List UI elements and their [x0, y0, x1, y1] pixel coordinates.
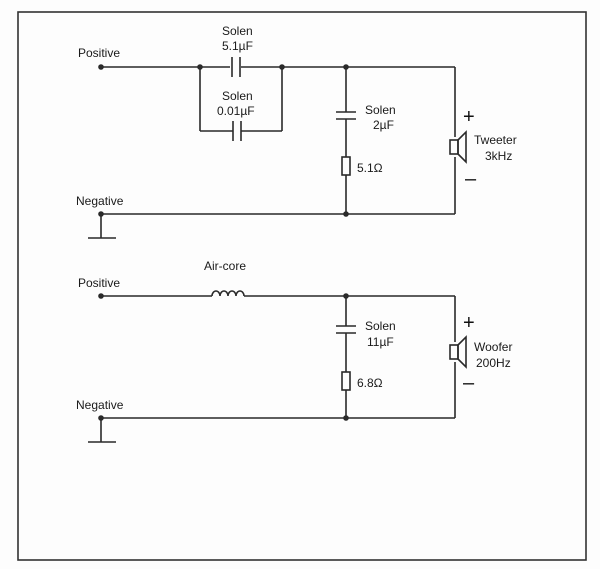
woofer-negative-label: Negative: [76, 398, 124, 412]
woofer-name: Woofer: [474, 340, 512, 354]
node: [98, 415, 104, 421]
tweeter-negative-label: Negative: [76, 194, 124, 208]
cap-bypass-value: 0.01µF: [217, 104, 255, 118]
tweeter-circuit: Positive Negative Solen 5.1µF Solen 0.01…: [76, 24, 517, 239]
node: [279, 64, 285, 70]
node: [343, 415, 349, 421]
air-core-label: Air-core: [204, 259, 246, 273]
woofer-plus-sign: +: [463, 312, 475, 334]
node: [98, 293, 104, 299]
woofer-shunt-resistor-value: 6.8Ω: [357, 376, 383, 390]
capacitor-5-1uf: [230, 57, 241, 77]
woofer-shunt-cap-brand: Solen: [365, 319, 396, 333]
capacitor-0-01uf: [232, 121, 242, 141]
tweeter-name: Tweeter: [474, 133, 517, 147]
woofer-shunt-cap-value: 11µF: [367, 335, 394, 349]
capacitor-2uf: [336, 111, 356, 120]
tweeter-speaker-icon: [449, 130, 467, 164]
capacitor-11uf: [336, 325, 356, 334]
resistor-6-8ohm: [341, 371, 351, 391]
shunt-cap-value: 2µF: [373, 118, 394, 132]
woofer-circuit: Positive Negative Air-core Solen 11µF 6.…: [76, 259, 512, 443]
woofer-freq: 200Hz: [476, 356, 511, 370]
node: [197, 64, 203, 70]
tweeter-positive-label: Positive: [78, 46, 120, 60]
cap-main-brand: Solen: [222, 24, 253, 38]
cap-bypass-brand: Solen: [222, 89, 253, 103]
cap-main-value: 5.1µF: [222, 39, 253, 53]
resistor-5-1ohm: [341, 156, 351, 176]
woofer-positive-label: Positive: [78, 276, 120, 290]
node: [343, 211, 349, 217]
shunt-resistor-value: 5.1Ω: [357, 161, 383, 175]
woofer-minus-sign: –: [463, 372, 475, 394]
shunt-cap-brand: Solen: [365, 103, 396, 117]
woofer-speaker-icon: [449, 335, 467, 369]
node: [98, 64, 104, 70]
tweeter-plus-sign: +: [463, 106, 475, 128]
air-core-inductor: [211, 290, 245, 297]
page-frame: [17, 11, 587, 561]
tweeter-freq: 3kHz: [485, 149, 512, 163]
tweeter-minus-sign: –: [465, 168, 477, 190]
node: [98, 211, 104, 217]
node: [343, 293, 349, 299]
node: [343, 64, 349, 70]
